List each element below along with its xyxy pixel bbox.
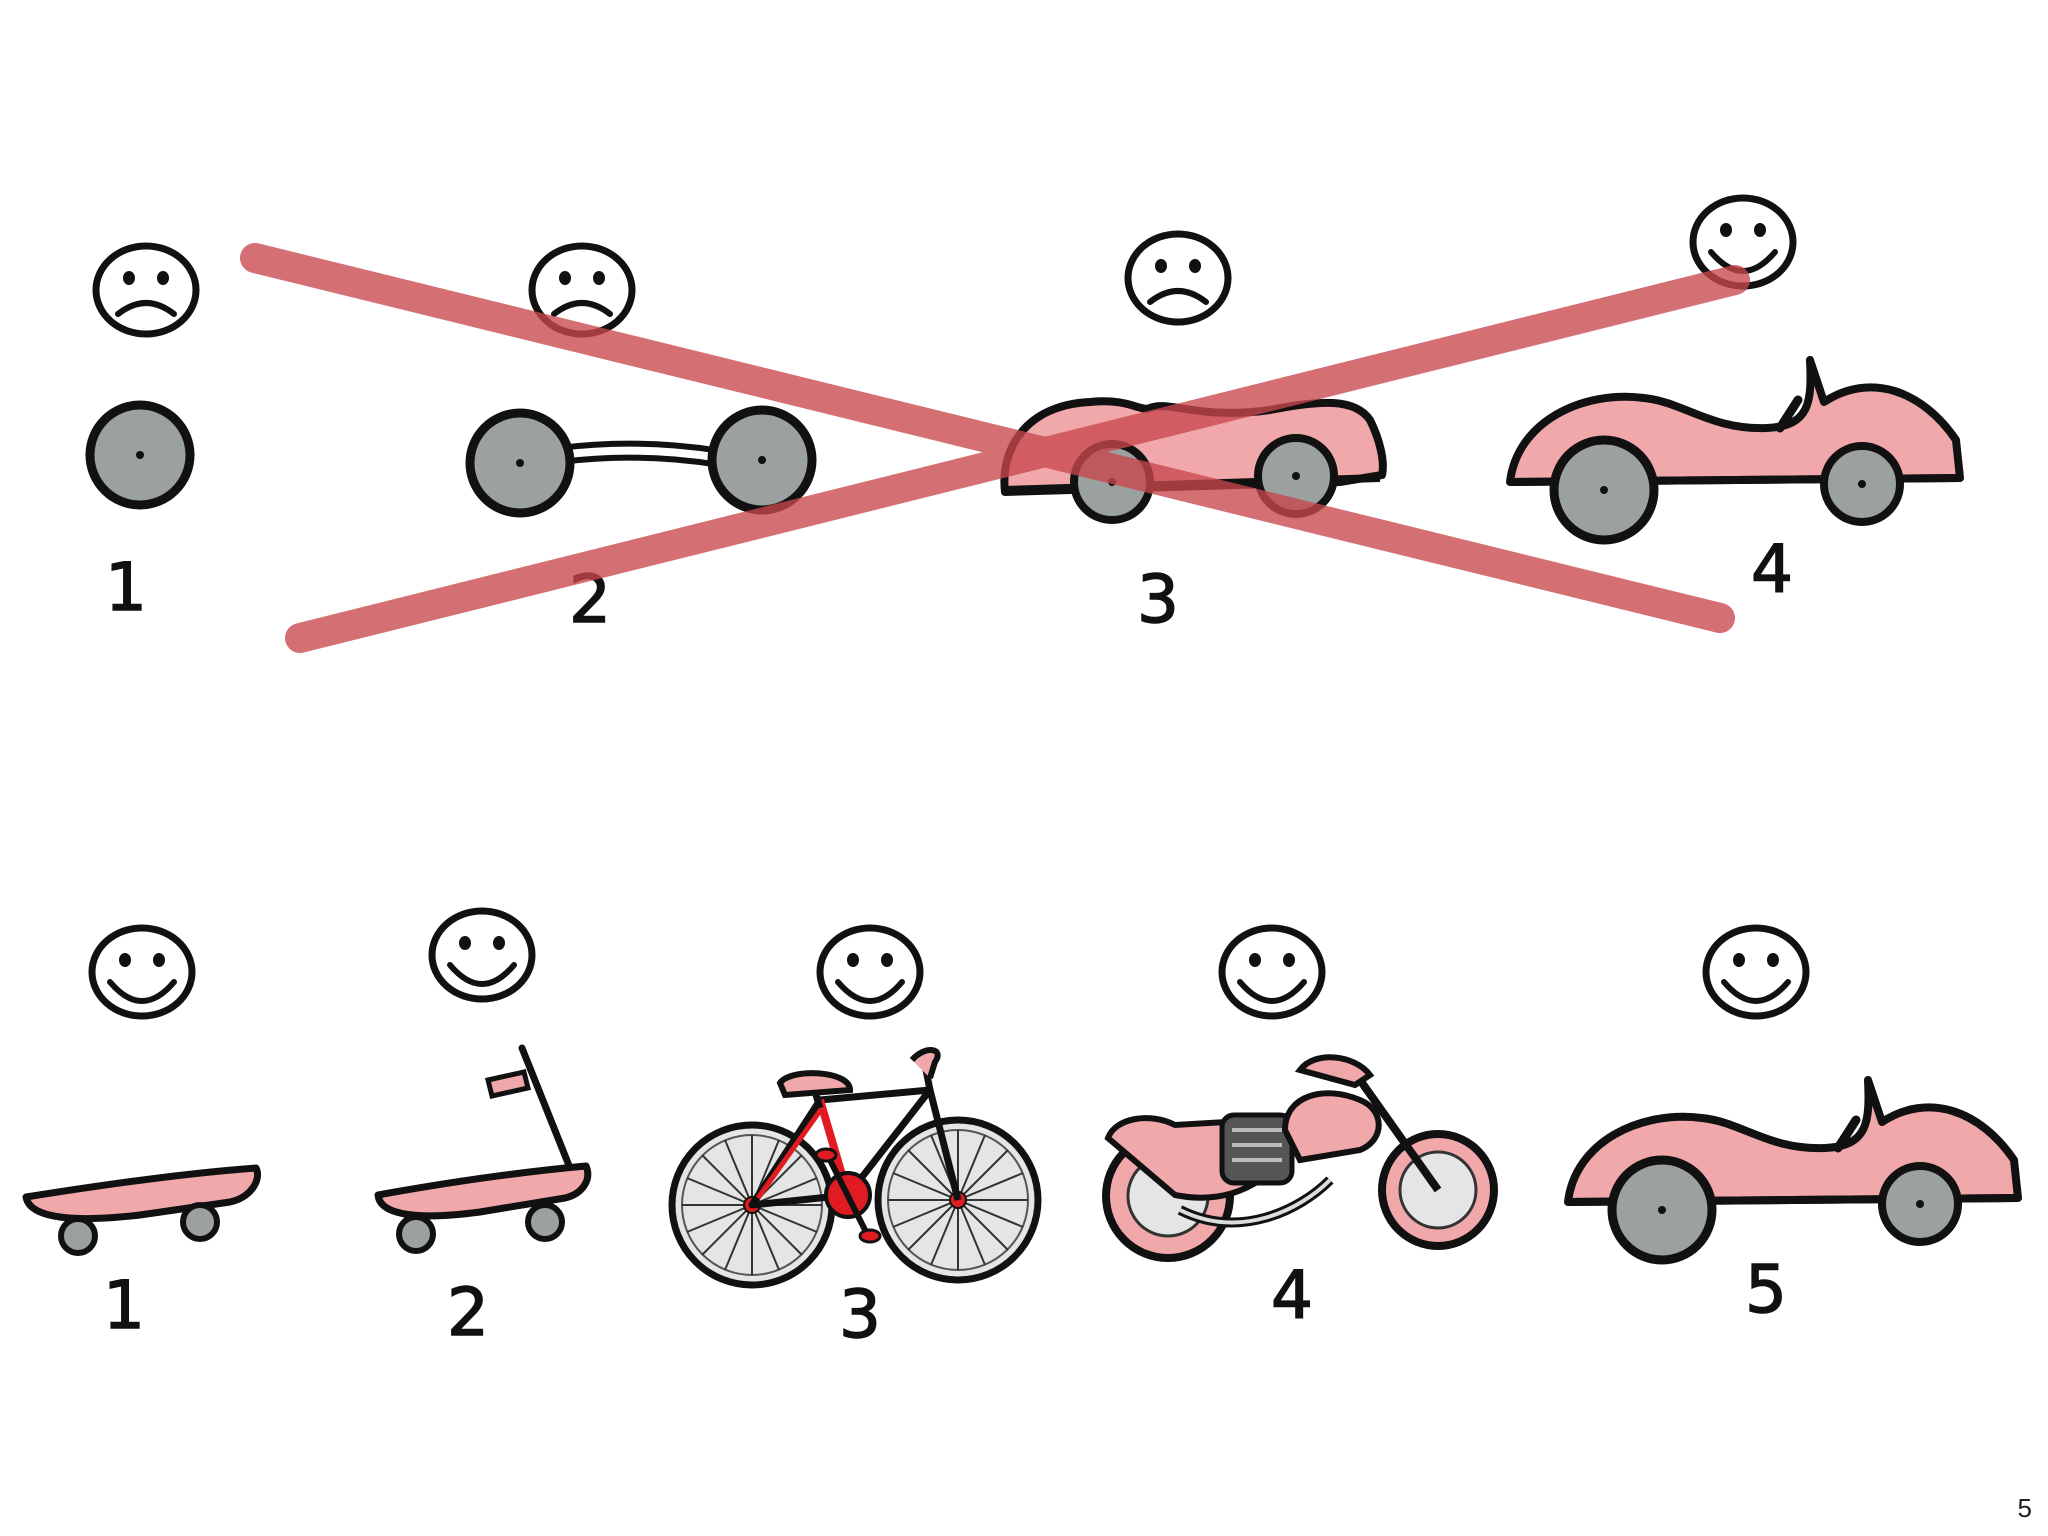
bottom-step-4-label: 4: [1271, 1257, 1313, 1334]
cross-out-mark: [240, 243, 1750, 653]
happy-face-icon: [92, 928, 192, 1016]
top-step-4: 4: [1510, 198, 1960, 609]
sad-face-icon: [532, 246, 632, 334]
bottom-step-5-label: 5: [1745, 1251, 1787, 1328]
bottom-step-2: 2: [374, 911, 592, 1352]
top-step-3-label: 3: [1137, 561, 1179, 638]
bottom-step-3-label: 3: [839, 1276, 881, 1353]
bottom-row: 1 2: [22, 911, 2018, 1354]
sad-face-icon: [1128, 234, 1228, 322]
happy-face-icon: [1222, 928, 1322, 1016]
bottom-step-1-label: 1: [103, 1267, 145, 1344]
wheel-icon: [90, 405, 190, 505]
sad-face-icon: [96, 246, 196, 334]
car-icon: [1510, 360, 1960, 540]
top-row: 1 2: [90, 198, 1960, 653]
axle-with-wheels-icon: [470, 410, 812, 513]
bottom-step-3: 3: [672, 928, 1038, 1354]
top-step-1: 1: [90, 246, 196, 627]
happy-face-icon: [1706, 928, 1806, 1016]
bottom-step-1: 1: [22, 928, 261, 1345]
happy-face-icon: [432, 911, 532, 999]
motorcycle-icon: [1102, 1054, 1498, 1262]
skateboard-icon: [22, 1164, 261, 1256]
bottom-step-4: 4: [1102, 928, 1498, 1335]
scooter-icon: [374, 1044, 592, 1254]
top-step-1-label: 1: [105, 549, 147, 626]
bottom-step-5: 5: [1568, 928, 2018, 1329]
bottom-step-2-label: 2: [447, 1274, 489, 1351]
top-step-4-label: 4: [1751, 531, 1793, 608]
car-icon: [1568, 1080, 2018, 1260]
bicycle-icon: [672, 1047, 1038, 1285]
page-number: 5: [2017, 1493, 2032, 1523]
happy-face-icon: [820, 928, 920, 1016]
